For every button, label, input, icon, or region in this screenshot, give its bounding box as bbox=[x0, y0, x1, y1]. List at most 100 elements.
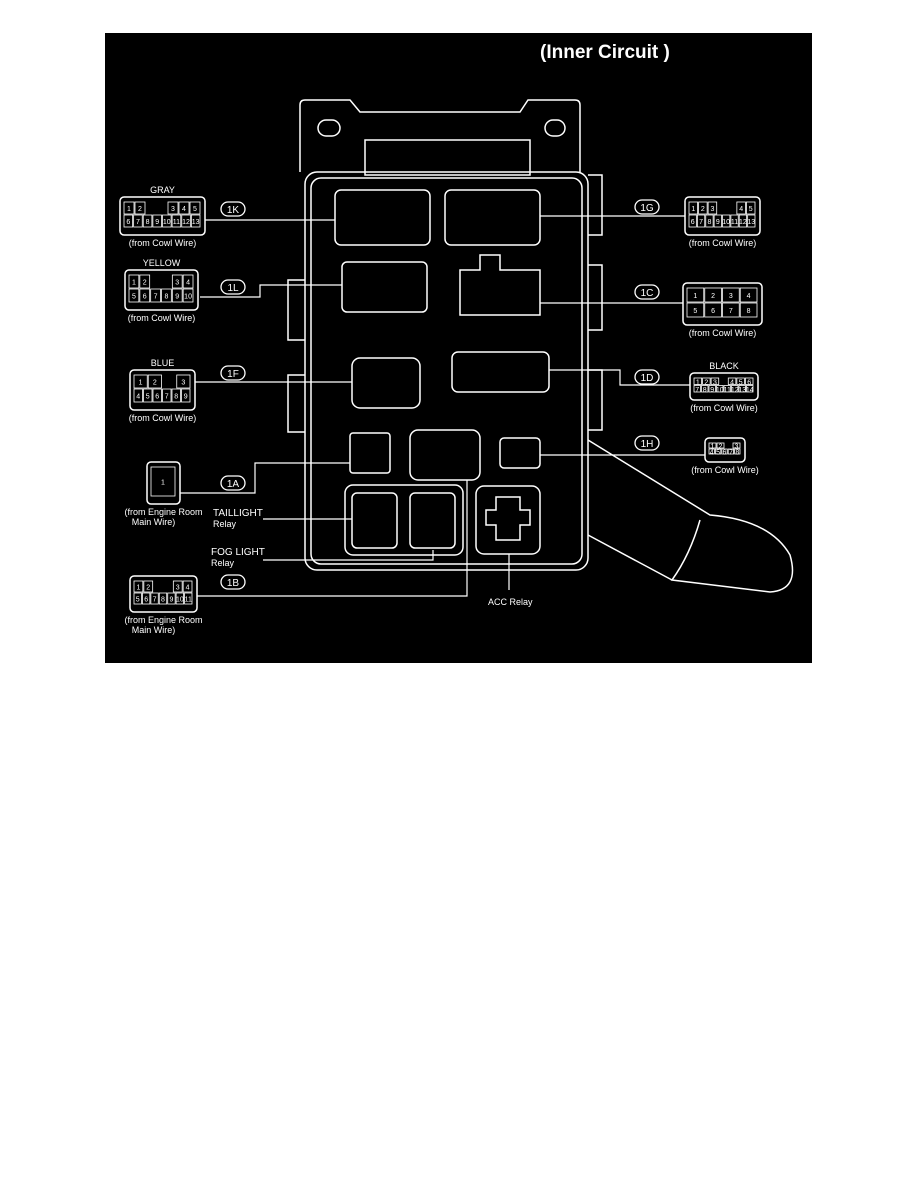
connector-color-label: BLACK bbox=[709, 361, 739, 371]
pin-number: 1 bbox=[132, 280, 136, 287]
pin-number: 3 bbox=[181, 380, 185, 387]
pin-cell bbox=[688, 201, 698, 215]
pin-cell bbox=[123, 201, 135, 215]
pin-cell bbox=[707, 201, 718, 215]
connector-1f-housing bbox=[129, 369, 196, 411]
pin-number: 5 bbox=[193, 206, 197, 213]
pin-cell bbox=[143, 388, 153, 403]
pin-number: 1 bbox=[139, 380, 143, 387]
pin-number: 2 bbox=[719, 444, 723, 451]
pin-number: 11 bbox=[185, 597, 192, 604]
connector-1a-housing bbox=[146, 461, 181, 505]
connector-caption: (from Cowl Wire) bbox=[689, 238, 757, 248]
connector-id: 1D bbox=[641, 373, 654, 384]
connector-caption: (from Cowl Wire) bbox=[129, 413, 197, 423]
pin-cell bbox=[152, 388, 162, 403]
pin-cell bbox=[708, 442, 717, 449]
connector-1b-badge bbox=[220, 574, 246, 590]
pin-cell bbox=[738, 214, 748, 228]
connector-color-label: GRAY bbox=[150, 185, 175, 195]
pin-cell bbox=[746, 385, 754, 393]
pin-cell bbox=[727, 448, 735, 455]
pin-cell bbox=[698, 201, 708, 215]
connector-1h-housing bbox=[704, 437, 746, 463]
pin-cell bbox=[722, 302, 740, 318]
connector-1a-badge bbox=[220, 475, 246, 491]
pin-number: 9 bbox=[716, 219, 720, 226]
pin-number: 6 bbox=[155, 394, 159, 401]
pin-cell bbox=[722, 287, 740, 303]
connector-1b-housing bbox=[129, 575, 198, 613]
connector-caption: Main Wire) bbox=[132, 625, 176, 635]
connector-1h-badge bbox=[634, 435, 660, 451]
pin-number: 6 bbox=[143, 294, 147, 301]
pin-cell bbox=[732, 442, 741, 449]
connector-caption: (from Cowl Wire) bbox=[691, 465, 759, 475]
internal-sockets bbox=[334, 189, 550, 556]
pin-number: 3 bbox=[713, 379, 717, 386]
pin-number: 4 bbox=[186, 585, 190, 592]
pin-cell bbox=[721, 448, 728, 455]
pin-number: 3 bbox=[735, 444, 739, 451]
pin-number: 3 bbox=[175, 280, 179, 287]
pin-number: 4 bbox=[730, 379, 734, 386]
pin-number: 1 bbox=[693, 293, 697, 300]
connector-id: 1F bbox=[227, 369, 239, 380]
pin-cell bbox=[716, 385, 724, 393]
pin-number: 7 bbox=[729, 308, 733, 315]
pin-cell bbox=[710, 377, 720, 385]
pin-cell bbox=[696, 214, 706, 228]
pin-number: 14 bbox=[746, 387, 754, 394]
pin-number: 9 bbox=[155, 219, 159, 226]
pin-number: 4 bbox=[747, 293, 751, 300]
pin-number: 11 bbox=[173, 219, 180, 226]
pin-number: 5 bbox=[749, 206, 753, 213]
connector-id: 1A bbox=[227, 479, 240, 490]
leader-lines bbox=[180, 215, 705, 597]
pin-number: 7 bbox=[153, 597, 157, 604]
pin-number: 5 bbox=[716, 450, 720, 457]
taillight-relay-label-line1: TAILLIGHT bbox=[213, 508, 263, 519]
pin-number: 7 bbox=[136, 219, 140, 226]
pin-number: 6 bbox=[144, 597, 148, 604]
pin-cell bbox=[150, 288, 161, 303]
pin-cell bbox=[688, 214, 697, 228]
connector-caption: (from Cowl Wire) bbox=[690, 403, 758, 413]
pin-cell bbox=[143, 580, 154, 593]
pin-number: 2 bbox=[143, 280, 147, 287]
pin-cell bbox=[727, 377, 737, 385]
pin-cell bbox=[171, 288, 183, 303]
pin-cell bbox=[142, 592, 151, 605]
pin-number: 8 bbox=[703, 387, 707, 394]
connector-id: 1H bbox=[641, 439, 654, 450]
pin-cell bbox=[702, 377, 711, 385]
connector-id: 1L bbox=[227, 283, 239, 294]
connector-1d-badge bbox=[634, 369, 660, 385]
inner-circuit-diagram: (Inner Circuit ) bbox=[105, 33, 812, 663]
pin-cell bbox=[171, 214, 182, 228]
pin-number: 3 bbox=[176, 585, 180, 592]
pin-cell bbox=[738, 385, 746, 393]
pin-cell bbox=[189, 201, 201, 215]
pin-number: 4 bbox=[739, 206, 743, 213]
fog-light-relay-label-line1: FOG LIGHT bbox=[211, 547, 265, 558]
pin-number: 2 bbox=[146, 585, 150, 592]
pin-cell bbox=[150, 592, 159, 605]
pin-number: 6 bbox=[747, 379, 751, 386]
pin-number: 8 bbox=[747, 308, 751, 315]
pin-number: 1 bbox=[691, 206, 695, 213]
connector-1k-badge bbox=[220, 201, 246, 217]
pin-cell bbox=[139, 274, 151, 289]
pin-cell bbox=[162, 388, 172, 403]
pin-cell bbox=[167, 592, 176, 605]
pin-number: 4 bbox=[186, 280, 190, 287]
pin-cell bbox=[190, 214, 201, 228]
pin-cell bbox=[176, 374, 191, 389]
pin-number: 8 bbox=[146, 219, 150, 226]
connector-1g-badge bbox=[634, 199, 660, 215]
